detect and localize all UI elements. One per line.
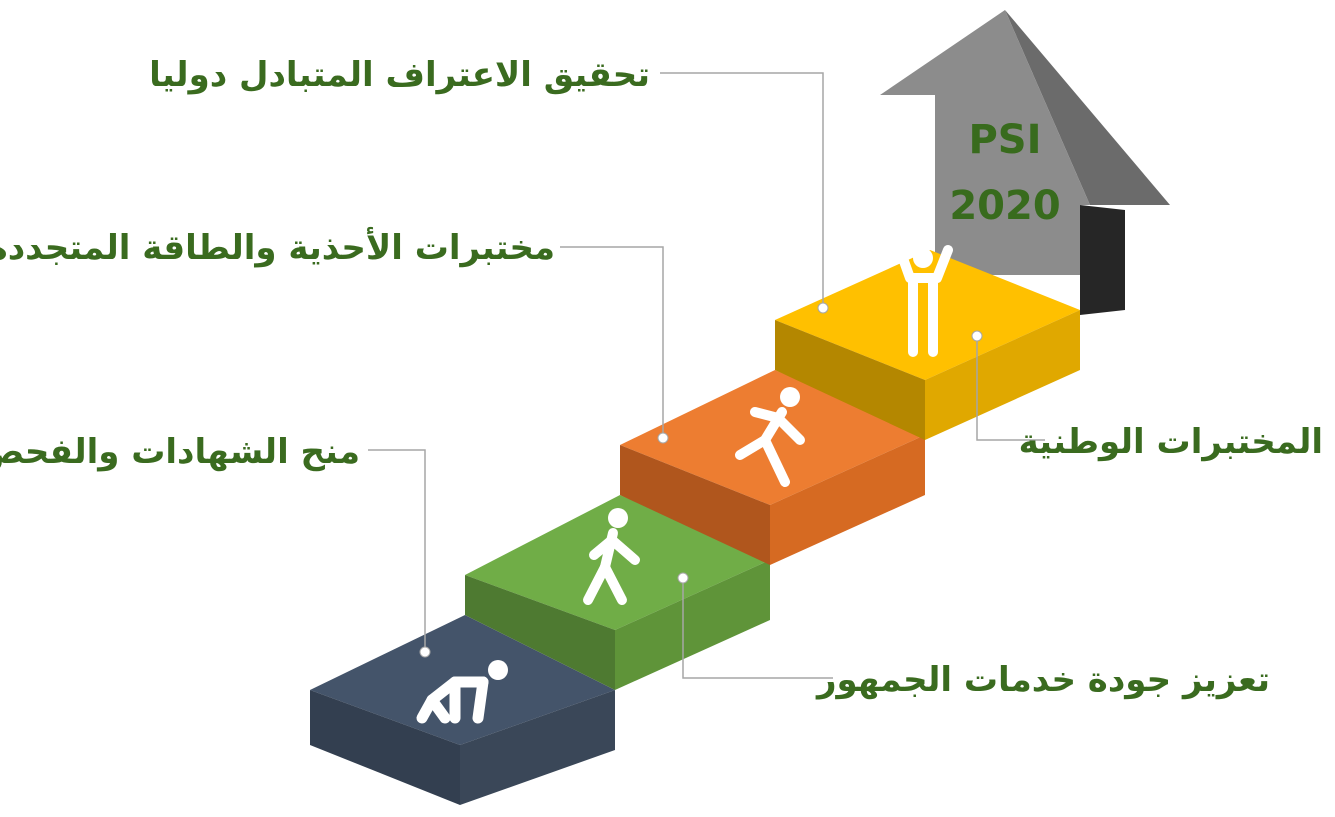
leader-line-upper-left (560, 246, 664, 435)
step-4 (775, 250, 1080, 440)
label-mutual-recognition: تحقيق الاعتراف المتبادل دوليا (149, 55, 650, 95)
arrow-title-psi: PSI (968, 117, 1042, 163)
running-person-icon (735, 387, 805, 487)
leader-line-public-services (682, 580, 833, 679)
upward-arrow (880, 10, 1170, 315)
leader-lines (368, 72, 1045, 679)
step-4-front (775, 320, 925, 440)
leader-dot-lower-left (419, 646, 431, 658)
step-1-side (460, 690, 615, 805)
leader-dot-national-labs (971, 330, 983, 342)
label-certification-inspection: منح الشهادات والفحص (0, 432, 360, 472)
walking-person-icon (583, 508, 640, 605)
step-3-front (620, 445, 770, 565)
label-public-services-quality: تعزيز جودة خدمات الجمهور (816, 660, 1270, 700)
arrow-title-year: 2020 (949, 183, 1061, 229)
label-national-labs: المختبرات الوطنية (1018, 422, 1323, 462)
leader-line-lower-left (368, 449, 426, 650)
step-3-side (770, 435, 925, 565)
step-2-side (615, 560, 770, 690)
crouching-runner-icon (416, 660, 508, 724)
arrow-shaft-side (1080, 205, 1125, 315)
leader-dot-upper-left (657, 432, 669, 444)
label-footwear-energy-labs: مختبرات الأحذية والطاقة المتجددة (0, 228, 555, 268)
leader-line-top (660, 72, 824, 305)
leader-dots (419, 302, 983, 658)
step-4-side (925, 310, 1080, 440)
step-2-front (465, 575, 615, 690)
leader-line-national-labs (976, 338, 1045, 441)
step-1-front (310, 690, 460, 805)
step-4-top (775, 250, 1080, 380)
arrow-head-front (880, 10, 1090, 275)
leader-dot-top (817, 302, 829, 314)
celebrating-person-icon (895, 245, 953, 357)
leader-dot-public-services (677, 572, 689, 584)
arrow-head-side (1005, 10, 1170, 205)
